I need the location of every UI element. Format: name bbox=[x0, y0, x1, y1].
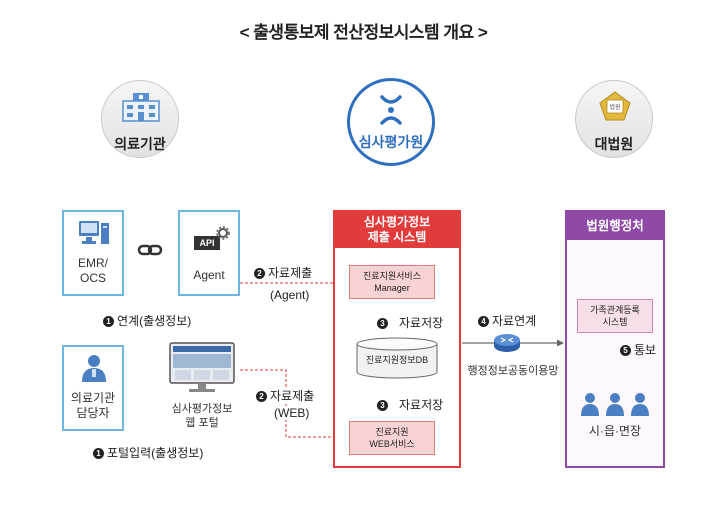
portal-label: 심사평가정보 웹 포털 bbox=[171, 403, 233, 429]
registry-box: 가족관계등록 시스템 bbox=[577, 299, 653, 333]
agent-box: API Agent bbox=[178, 210, 240, 296]
staff-label: 의료기관 담당자 bbox=[70, 391, 116, 420]
submit-agent-sub: (Agent) bbox=[270, 288, 310, 302]
db-cylinder bbox=[356, 337, 438, 379]
hira-label: 심사평가원 bbox=[358, 134, 424, 150]
court-admin-header: 법원행정처 bbox=[567, 212, 663, 240]
agent-label: Agent bbox=[193, 268, 225, 282]
person-icon bbox=[631, 393, 649, 416]
court-circle: 법원 bbox=[575, 80, 653, 158]
submit-web-sub: (WEB) bbox=[272, 406, 312, 420]
court-label: 대법원 bbox=[594, 136, 634, 152]
web-service-box: 진료지원 WEB서비스 bbox=[349, 421, 435, 455]
court-seal-icon: 법원 bbox=[599, 91, 631, 121]
emr-box: EMR/ OCS bbox=[62, 210, 124, 296]
api-badge: API bbox=[194, 236, 220, 250]
system-header: 심사평가정보 제출 시스템 bbox=[335, 212, 459, 248]
medical-label: 의료기관 bbox=[114, 136, 166, 152]
emr-label: EMR/ OCS bbox=[78, 256, 108, 285]
person-icon bbox=[581, 393, 599, 416]
offices-label: 시·읍·면장 bbox=[588, 424, 642, 438]
db-label: 진료지원정보DB bbox=[365, 355, 429, 365]
court-admin-box: 법원행정처 bbox=[565, 210, 665, 468]
page-title: < 출생통보제 전산정보시스템 개요 > bbox=[239, 23, 488, 42]
router-icon bbox=[494, 334, 520, 352]
svg-text:법원: 법원 bbox=[609, 103, 620, 111]
link-icon bbox=[137, 244, 163, 256]
staff-box: 의료기관 담당자 bbox=[62, 345, 124, 431]
medical-circle bbox=[101, 80, 179, 158]
hospital-icon bbox=[122, 93, 160, 122]
hira-logo-icon bbox=[380, 95, 402, 125]
hira-circle bbox=[347, 78, 435, 166]
api-gear-icon bbox=[216, 226, 230, 240]
network-caption: 행정정보공동이용망 bbox=[467, 365, 559, 377]
manager-box: 진료지원서비스 Manager bbox=[349, 265, 435, 299]
monitor-icon bbox=[169, 342, 235, 392]
web-submit-arrow bbox=[240, 369, 347, 441]
staff-icon bbox=[82, 355, 106, 382]
computer-icon bbox=[79, 221, 109, 244]
person-icon bbox=[606, 393, 624, 416]
